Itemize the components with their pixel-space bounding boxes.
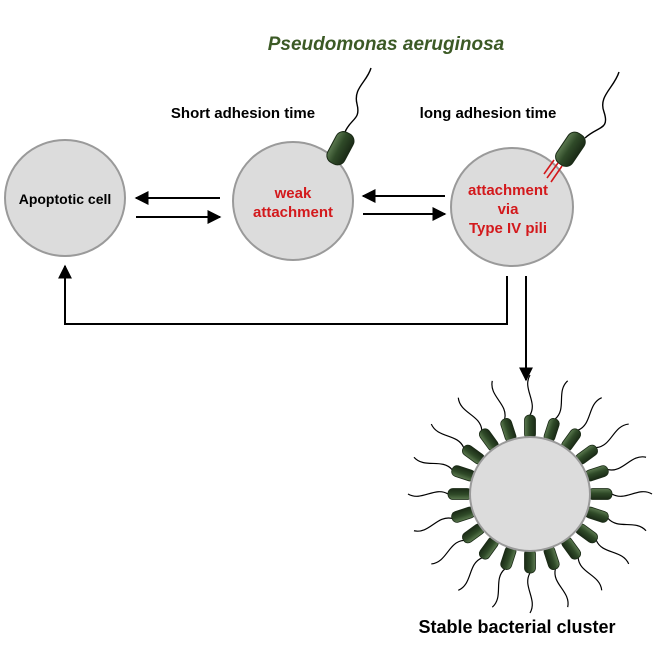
cluster-bacterium xyxy=(524,414,536,440)
cluster-flagellum xyxy=(607,456,647,471)
cluster-flagellum xyxy=(611,491,653,497)
pilus-3 xyxy=(550,165,563,183)
cluster-flagellum xyxy=(577,397,602,431)
cluster-bacterium xyxy=(447,488,473,500)
bacterium-pili xyxy=(543,71,620,183)
pili-attachment-label-2: via xyxy=(498,201,520,218)
cluster-flagellum xyxy=(607,517,647,532)
bacterium-weak xyxy=(326,67,372,166)
cluster-flagellum xyxy=(491,568,506,608)
cluster-flagellum xyxy=(527,374,533,416)
short-adhesion-label: Short adhesion time xyxy=(171,105,315,122)
bacterium-body-pili xyxy=(555,131,586,167)
weak-attachment-cell xyxy=(232,141,354,261)
cluster-flagellum xyxy=(554,568,569,608)
long-adhesion-label: long adhesion time xyxy=(420,105,557,122)
cluster-flagellum xyxy=(554,380,569,420)
flagellum-pili xyxy=(584,71,620,139)
apoptotic-cell-label: Apoptotic cell xyxy=(19,191,112,207)
cluster-flagellum xyxy=(413,456,453,471)
cluster-bacterium xyxy=(587,488,613,500)
cluster-flagellum xyxy=(430,423,465,448)
cluster-label: Stable bacterial cluster xyxy=(418,617,615,637)
cluster-flagellum xyxy=(595,540,630,565)
cluster-flagellum xyxy=(407,491,449,497)
pili-attachment-label-3: Type IV pili xyxy=(469,220,547,237)
cluster-bacteria xyxy=(407,374,653,614)
cluster-flagellum xyxy=(596,423,629,449)
flagellum-weak xyxy=(344,67,372,133)
cluster-flagellum xyxy=(431,539,464,565)
pilus-1 xyxy=(543,159,555,175)
weak-attachment-label-2: attachment xyxy=(253,204,333,221)
cluster-flagellum xyxy=(458,557,483,591)
cluster-flagellum xyxy=(413,517,453,532)
bacterium-body-weak xyxy=(326,131,355,166)
weak-attachment-label-1: weak xyxy=(274,185,312,202)
cluster-cell xyxy=(469,436,591,552)
apoptotic-cell xyxy=(4,139,126,257)
cluster-flagellum xyxy=(527,572,533,614)
pilus-2 xyxy=(546,162,559,179)
cluster-flagellum xyxy=(577,557,603,591)
cluster-bacterium xyxy=(524,548,536,574)
arrow-pili-to-apoptotic xyxy=(58,264,508,325)
cluster-flagellum xyxy=(457,397,483,431)
pili-attachment-cell xyxy=(450,147,574,267)
cluster-flagellum xyxy=(491,380,506,420)
organism-title: Pseudomonas aeruginosa xyxy=(268,34,505,55)
pili-attachment-label-1: attachment xyxy=(468,182,548,199)
